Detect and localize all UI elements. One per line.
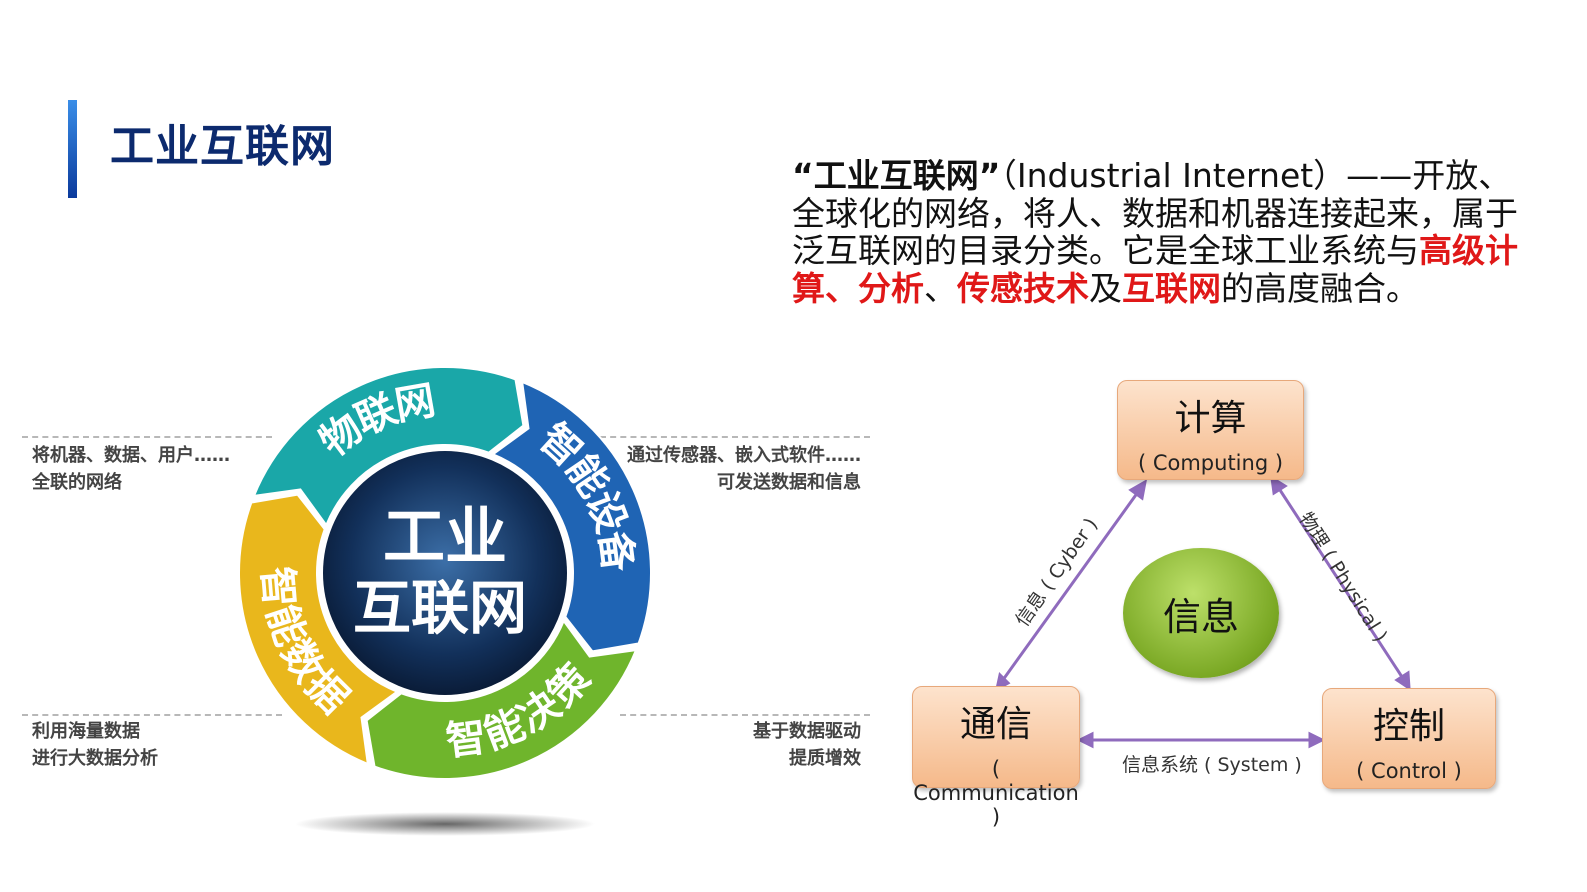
desc-highlight-computing: 高级计算、分析 — [792, 231, 1518, 308]
communication-box: 通信 ( Communication ) — [912, 686, 1080, 829]
divider-bottom-left — [22, 714, 282, 716]
segment-smart-devices — [490, 380, 652, 653]
note-line: 进行大数据分析 — [32, 748, 158, 769]
control-box: 控制 ( Control ) — [1322, 688, 1496, 789]
note-top-right: 通过传感器、嵌入式软件…… 可发送数据和信息 — [627, 442, 861, 496]
cycle-shadow — [295, 812, 595, 836]
communication-title: 通信 — [959, 704, 1032, 745]
cycle-center-line2: 互联网 — [353, 574, 527, 642]
cycle-core — [323, 451, 567, 695]
note-line: 提质增效 — [789, 748, 861, 769]
page-title: 工业互联网 — [110, 121, 335, 172]
edge-label-system: 信息系统 ( System ) — [1122, 754, 1302, 776]
note-bottom-left: 利用海量数据 进行大数据分析 — [32, 718, 158, 772]
information-circle: 信息 — [1123, 548, 1279, 678]
computing-title: 计算 — [1174, 398, 1247, 439]
desc-highlight-internet: 互联网 — [1122, 268, 1221, 308]
title-accent-bar — [68, 100, 77, 198]
desc-sep2: 及 — [1089, 268, 1122, 308]
note-line: 通过传感器、嵌入式软件…… — [627, 445, 861, 466]
description-paragraph: “工业互联网”（Industrial Internet）——开放、全球化的网络，… — [792, 157, 1532, 307]
divider-top-left — [22, 436, 272, 438]
note-line: 利用海量数据 — [32, 721, 140, 742]
segment-iot — [252, 366, 525, 528]
desc-quote: “工业互联网” — [792, 156, 1001, 195]
divider-bottom-right — [620, 714, 870, 716]
note-bottom-right: 基于数据驱动 提质增效 — [753, 718, 861, 772]
segment-smart-data — [238, 493, 400, 766]
note-top-left: 将机器、数据、用户…… 全联的网络 — [32, 442, 230, 496]
cycle-center-line1: 工业 — [383, 500, 507, 573]
computing-subtitle: ( Computing ) — [1137, 451, 1284, 475]
cps-arrows — [994, 475, 1411, 749]
note-line: 基于数据驱动 — [753, 721, 861, 742]
control-subtitle: ( Control ) — [1356, 759, 1462, 783]
computing-box: 计算 ( Computing ) — [1117, 380, 1304, 480]
note-line: 将机器、数据、用户…… — [32, 445, 230, 466]
divider-top-right — [600, 436, 870, 438]
desc-part1: 开放、全球化的网络，将人、数据和机器连接起来，属于泛互联网的目录分类。它是全球工… — [792, 156, 1518, 270]
desc-highlight-sensing: 传感技术 — [957, 268, 1089, 308]
segment-smart-decision — [365, 618, 638, 780]
note-line: 可发送数据和信息 — [717, 472, 861, 493]
control-title: 控制 — [1372, 706, 1445, 747]
communication-subtitle: ( Communication ) — [913, 757, 1079, 829]
desc-sep1: 、 — [924, 268, 957, 308]
note-line: 全联的网络 — [32, 472, 122, 493]
desc-english: （Industrial Internet）—— — [1000, 156, 1413, 195]
desc-part2: 的高度融合。 — [1221, 268, 1419, 308]
